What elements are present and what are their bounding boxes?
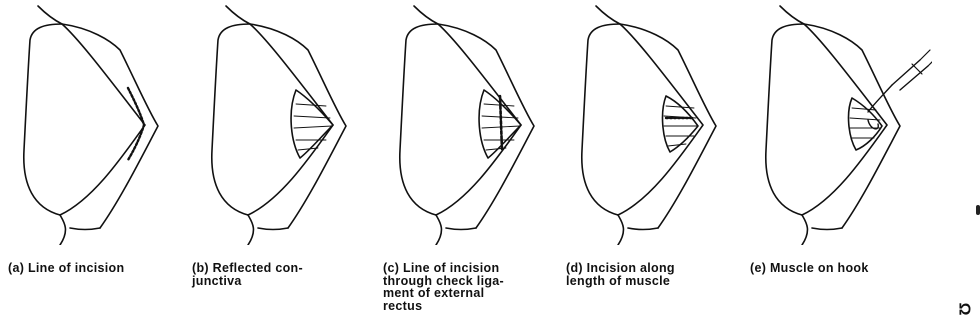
stray-mark — [976, 205, 980, 215]
panel-b-drawing — [188, 0, 378, 245]
caption-e: (e) Muscle on hook — [750, 262, 869, 275]
panel-d-drawing — [558, 0, 748, 245]
panel-a-drawing — [0, 0, 190, 245]
panel-c-drawing — [376, 0, 566, 245]
caption-a: (a) Line of incision — [8, 262, 124, 275]
panel-e-drawing — [742, 0, 932, 245]
caption-c: (c) Line of incision through check liga-… — [383, 262, 504, 312]
caption-d: (d) Incision along length of muscle — [566, 262, 675, 287]
side-mark: Ω — [955, 303, 973, 316]
caption-b: (b) Reflected con- junctiva — [192, 262, 303, 287]
